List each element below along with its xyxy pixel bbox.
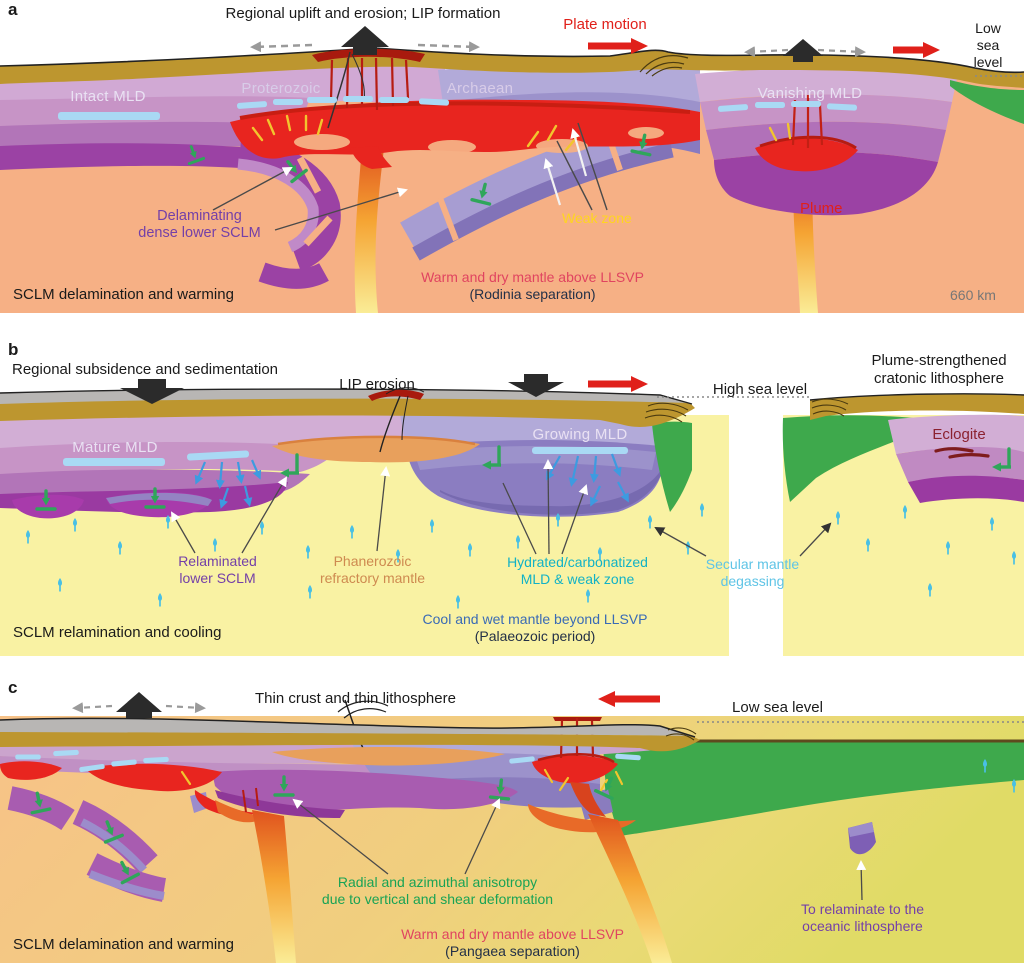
fluid-arrows <box>194 453 629 509</box>
hydrated-mld-label: Hydrated/carbonatized MLD & weak zone <box>507 554 648 587</box>
plume-ribbon <box>588 814 672 963</box>
weak-zone-ticks <box>251 114 792 152</box>
lip-erosion-label: LIP erosion <box>339 376 415 393</box>
panel-b-title: Regional subsidence and sedimentation <box>12 361 279 378</box>
growing-mld-label: Growing MLD <box>532 426 628 443</box>
mature-mld-bar <box>187 450 250 461</box>
tectonic-context-label: (Pangaea separation) <box>445 943 580 959</box>
relaminated-sclm-label: Relaminated lower SCLM <box>178 553 257 586</box>
eclogite-label: Eclogite <box>932 426 986 443</box>
mantle-state-label: Warm and dry mantle above LLSVP <box>401 926 624 942</box>
panel-b-art <box>0 374 1024 656</box>
relaminate-label: To relaminate to the oceanic lithosphere <box>801 901 924 934</box>
magma-pocket <box>0 761 62 780</box>
proterozoic-label: Proterozoic <box>241 80 321 97</box>
spreading-dashed-arrow <box>417 41 480 53</box>
archaean-label: Archaean <box>446 80 514 97</box>
melt-patches <box>294 127 664 154</box>
fault-line <box>385 387 425 395</box>
pointer-lines <box>212 122 608 231</box>
plume-strengthened-label: Plume-strengthened cratonic lithosphere <box>871 352 1007 387</box>
sea-level-label: Low sea level <box>732 699 823 716</box>
continental-crust <box>810 393 1024 420</box>
uplift-arrow-icon <box>783 39 823 62</box>
relaminated-blob <box>12 494 84 519</box>
process-label: SCLM delamination and warming <box>13 286 234 303</box>
panel-b-letter: b <box>8 340 19 359</box>
magma-pocket <box>532 755 618 784</box>
fold-marks <box>644 402 689 423</box>
panel-c-art <box>0 691 1024 963</box>
sea-level-label: High sea level <box>712 381 808 398</box>
delaminating-sclm-label: Delaminating dense lower SCLM <box>138 208 261 242</box>
lip-remnant <box>368 389 424 401</box>
spreading-dashed-arrow <box>744 46 789 58</box>
spreading-dashed-arrow <box>250 41 313 53</box>
spreading-dashed-arrow <box>165 702 206 714</box>
fold-marks <box>337 700 389 719</box>
fold-marks <box>665 727 697 741</box>
plume-label: Plume <box>800 200 843 217</box>
uplift-arrow-icon <box>341 26 389 55</box>
fault-line <box>379 395 401 453</box>
anisotropy-label: Radial and azimuthal anisotropy due to v… <box>321 874 554 907</box>
mature-mld-label: Mature MLD <box>72 439 158 456</box>
intact-mld-label: Intact MLD <box>70 88 146 105</box>
spreading-dashed-arrow <box>817 46 866 58</box>
intact-mld-bar <box>58 112 160 120</box>
degassing-label: Secular mantle degassing <box>705 556 800 589</box>
weak-zone-ticks <box>180 768 624 794</box>
phanerozoic-mantle-label: Phanerozoic refractory mantle <box>319 553 426 586</box>
pointer-lines <box>292 798 867 901</box>
mature-mld-bar <box>63 458 165 466</box>
fault-line <box>401 395 409 441</box>
tectonic-context-label: (Rodinia separation) <box>469 286 596 302</box>
mantle-state-label: Warm and dry mantle above LLSVP <box>421 269 644 285</box>
ocean-gap <box>729 388 783 656</box>
continental-crust <box>0 48 1024 88</box>
eclogite-lenses <box>934 447 990 459</box>
depth-marker-label: 660 km <box>950 287 996 303</box>
uplift-arrow-icon <box>116 692 162 718</box>
panel-a-letter: a <box>8 0 18 19</box>
tectonic-context-label: (Palaeozoic period) <box>474 628 596 644</box>
ocean-crust <box>603 742 1024 836</box>
lip-sill <box>312 48 425 62</box>
spreading-dashed-arrow <box>72 702 113 714</box>
process-label: SCLM relamination and cooling <box>13 624 222 641</box>
panel-c-letter: c <box>8 678 18 697</box>
sediment-layer <box>0 718 692 736</box>
weak-zone-label: Weak zone <box>562 210 632 226</box>
refractory-lens <box>272 746 505 766</box>
magma-pocket <box>85 763 222 792</box>
growing-mld-bar <box>532 447 628 454</box>
refractory-lens <box>272 436 480 463</box>
magma-pocket <box>755 138 858 172</box>
sea-level-label: Low sea level <box>973 20 1003 70</box>
fold-marks <box>811 398 849 417</box>
fold-marks <box>639 55 689 77</box>
subsidence-arrow-icon <box>120 379 184 404</box>
panel-a-art <box>0 26 1024 313</box>
fault-line <box>327 51 351 129</box>
continental-crust <box>0 732 700 752</box>
vanishing-mld-label: Vanishing MLD <box>757 85 863 102</box>
process-label: SCLM delamination and warming <box>13 936 234 953</box>
plume-ribbon <box>354 145 384 313</box>
dike-lines <box>242 787 259 813</box>
ocean-crust <box>950 80 1024 124</box>
pointer-lines <box>171 459 832 557</box>
panel-c-title: Thin crust and thin lithosphere <box>255 690 456 707</box>
plume-ribbon <box>252 810 296 963</box>
plate-motion-label: Plate motion <box>563 16 647 33</box>
continental-crust <box>0 398 695 427</box>
mantle-state-label: Cool and wet mantle beyond LLSVP <box>422 611 648 627</box>
ocean-crust <box>652 421 692 512</box>
subsidence-arrow-icon <box>508 374 564 397</box>
panel-a-title: Regional uplift and erosion; LIP formati… <box>225 5 501 22</box>
